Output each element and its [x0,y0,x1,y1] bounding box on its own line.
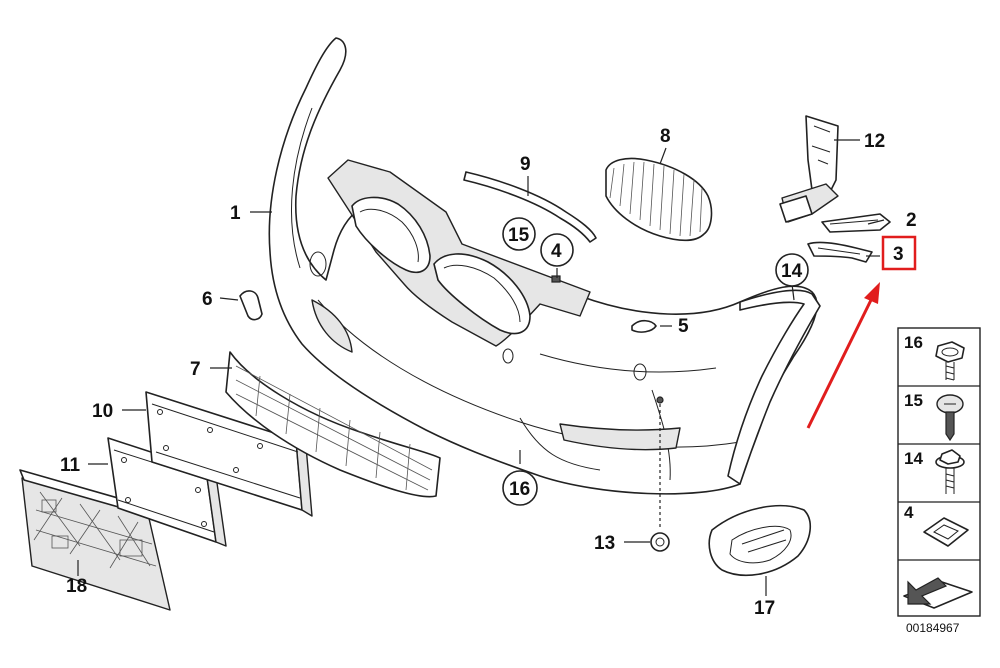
legend-item-14[interactable]: 14 [904,449,965,494]
part-1-bumper-shell [268,37,818,495]
callout-10[interactable]: 10 [92,401,113,422]
leader-lines [77,139,885,596]
callout-16[interactable]: 16 [502,470,538,506]
svg-text:4: 4 [904,503,914,522]
svg-text:4: 4 [551,241,562,262]
svg-text:2: 2 [906,210,917,231]
callout-2[interactable]: 2 [906,210,917,231]
callout-8[interactable]: 8 [660,126,671,147]
arrow-icon[interactable] [903,577,973,609]
callout-3[interactable]: 3 [881,235,917,271]
highlight-box [881,235,917,271]
svg-text:16: 16 [904,333,923,352]
callout-17[interactable]: 17 [754,598,775,619]
part-7-lower-grille [225,351,441,498]
callout-9[interactable]: 9 [520,154,531,175]
part-3-guide [807,241,873,263]
svg-text:14: 14 [904,449,923,468]
svg-text:17: 17 [754,598,775,619]
callout-13[interactable]: 13 [594,533,615,554]
callout-18[interactable]: 18 [66,576,87,597]
svg-text:1: 1 [230,203,241,224]
hex-screw-washer-icon [935,449,965,494]
part-9-trim-strip [463,171,597,243]
svg-text:10: 10 [92,401,113,422]
svg-text:14: 14 [781,261,803,282]
callout-6[interactable]: 6 [202,289,213,310]
callout-4[interactable]: 4 [540,233,574,267]
part-1-upper-frame [327,159,591,347]
svg-text:3: 3 [893,244,904,265]
svg-text:13: 13 [594,533,615,554]
part-10-plate-base [145,391,313,517]
callout-5[interactable]: 5 [678,316,689,337]
part-5-cover [631,319,657,333]
svg-text:8: 8 [660,126,671,147]
callout-12[interactable]: 12 [864,131,885,152]
pan-screw-icon [936,394,964,442]
callout-1[interactable]: 1 [230,203,241,224]
part-13-nut [650,396,670,552]
part-6-cover [239,290,263,321]
reference-number: 00184967 [906,621,960,635]
callout-7[interactable]: 7 [190,359,201,380]
legend-item-4[interactable]: 4 [904,503,969,547]
part-4-clip [551,275,561,283]
legend-item-16[interactable]: 16 [904,333,965,381]
svg-text:11: 11 [60,455,81,476]
hex-screw-icon [935,341,965,381]
part-17-tow-cover [708,504,811,576]
callout-15[interactable]: 15 [502,217,536,251]
part-side-extension [727,289,821,485]
svg-text:6: 6 [202,289,213,310]
svg-text:18: 18 [66,576,87,597]
red-arrow-icon [806,282,880,429]
part-8-kidney-grille [605,157,713,242]
callout-14[interactable]: 14 [775,253,809,287]
svg-text:15: 15 [508,225,530,246]
svg-text:15: 15 [904,391,923,410]
svg-text:5: 5 [678,316,689,337]
part-12-bracket [779,115,839,223]
fastener-legend: 16 15 14 4 [897,327,981,617]
svg-text:00184967: 00184967 [906,621,960,635]
part-2-guide [821,213,891,233]
svg-text:16: 16 [509,479,530,500]
svg-text:12: 12 [864,131,885,152]
callout-11[interactable]: 11 [60,455,81,476]
legend-item-15[interactable]: 15 [904,391,964,442]
svg-text:9: 9 [520,154,531,175]
svg-text:7: 7 [190,359,201,380]
square-clip-icon [923,517,969,547]
